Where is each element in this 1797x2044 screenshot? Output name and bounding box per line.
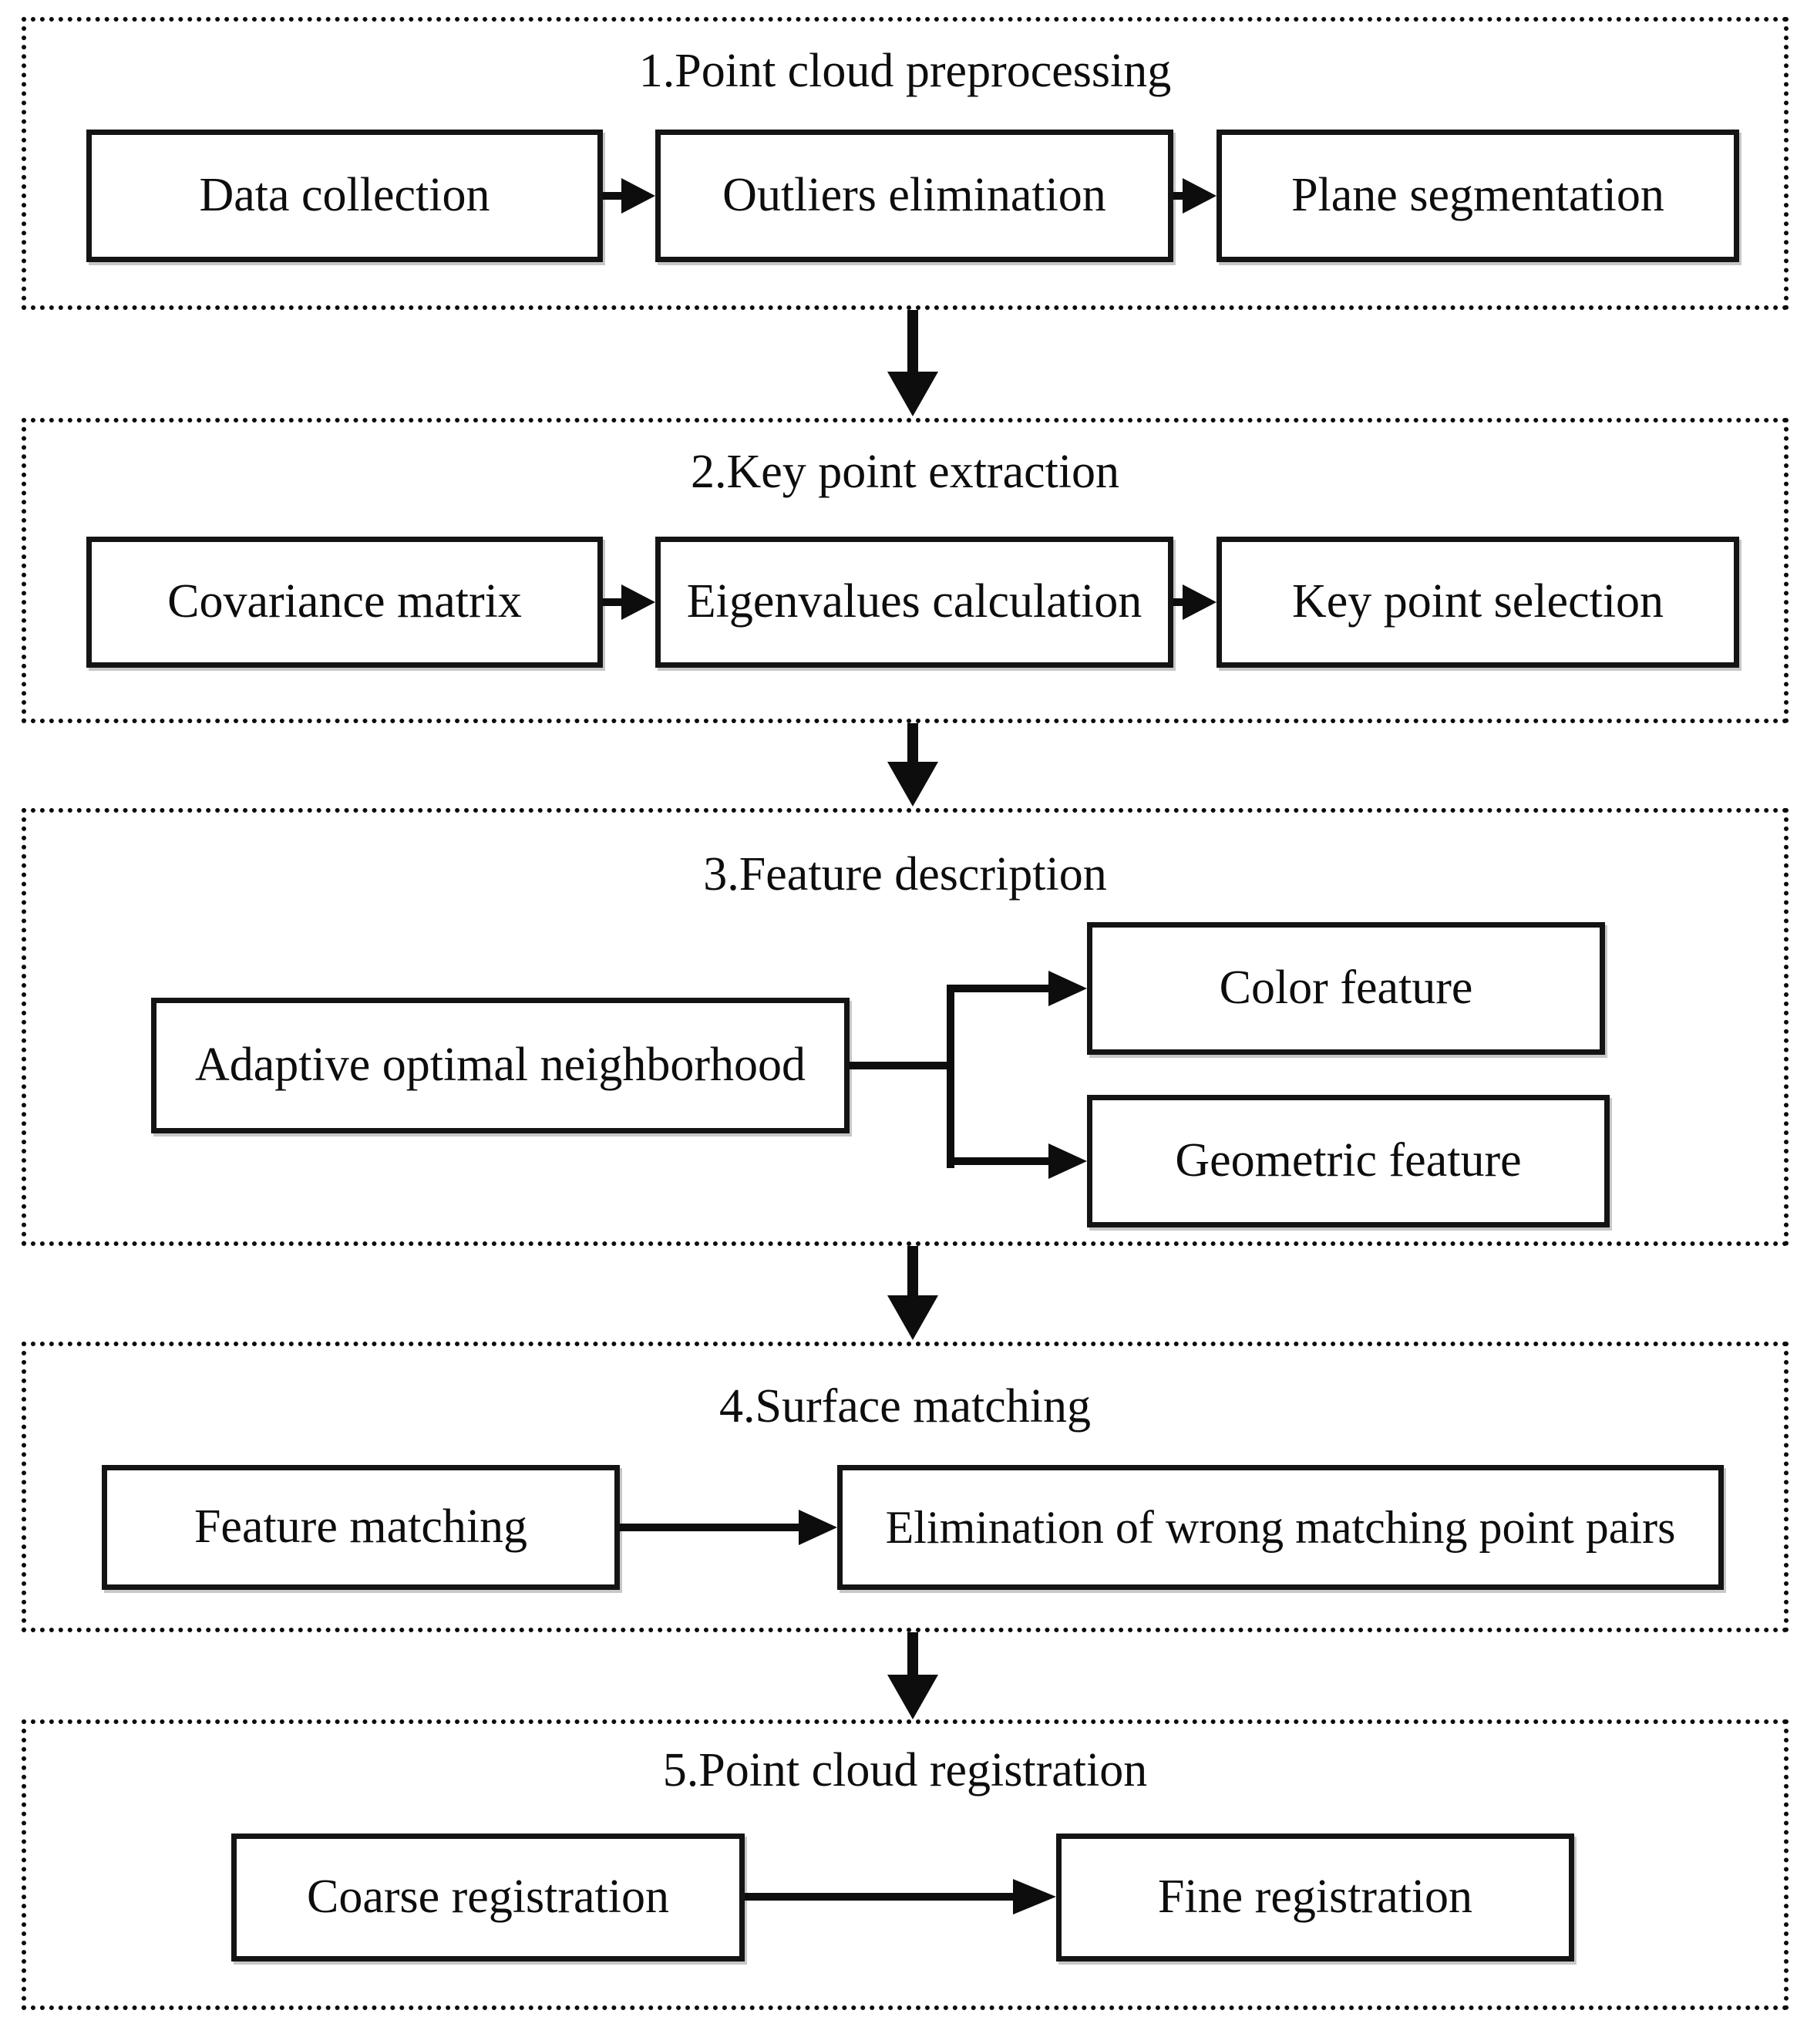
connector-line	[850, 1062, 954, 1069]
stage-1-title: 1.Point cloud preprocessing	[638, 45, 1172, 97]
box-coarse-registration: Coarse registration	[231, 1834, 745, 1961]
arrow-head	[621, 178, 655, 214]
arrow-line	[947, 1157, 1050, 1165]
box-feature-matching-label: Feature matching	[193, 1500, 528, 1554]
box-outliers-elimination-label: Outliers elimination	[722, 169, 1106, 222]
box-elimination-wrong-pairs: Elimination of wrong matching point pair…	[837, 1465, 1724, 1590]
arrow-line	[907, 723, 918, 763]
stage-5-container	[22, 1719, 1789, 2010]
stage-3-title: 3.Feature description	[703, 848, 1107, 901]
box-plane-segmentation: Plane segmentation	[1217, 130, 1739, 262]
arrow-head	[1048, 1143, 1087, 1179]
box-eigenvalues-calculation: Eigenvalues calculation	[655, 537, 1173, 668]
arrow-line	[603, 192, 628, 200]
arrow-head	[799, 1510, 837, 1545]
box-covariance-matrix-label: Covariance matrix	[167, 575, 522, 628]
box-fine-registration: Fine registration	[1056, 1834, 1574, 1961]
box-outliers-elimination: Outliers elimination	[655, 130, 1173, 262]
box-color-feature: Color feature	[1087, 922, 1605, 1055]
arrow-head	[887, 762, 938, 806]
box-data-collection-label: Data collection	[199, 169, 490, 222]
box-elimination-wrong-pairs-label: Elimination of wrong matching point pair…	[885, 1501, 1676, 1553]
box-key-point-selection-label: Key point selection	[1291, 575, 1664, 628]
arrow-line	[947, 985, 1050, 992]
connector-line	[947, 985, 954, 1168]
box-coarse-registration-label: Coarse registration	[306, 1871, 670, 1924]
arrow-head	[1183, 584, 1217, 620]
box-adaptive-optimal-neighborhood: Adaptive optimal neighborhood	[151, 998, 850, 1133]
arrow-line	[1173, 192, 1189, 200]
box-fine-registration-label: Fine registration	[1157, 1871, 1473, 1924]
arrow-line	[907, 1632, 918, 1676]
stage-3-container	[22, 808, 1789, 1246]
box-color-feature-label: Color feature	[1219, 961, 1473, 1015]
stage-4-title: 4.Surface matching	[718, 1380, 1092, 1433]
box-covariance-matrix: Covariance matrix	[86, 537, 603, 668]
arrow-line	[603, 598, 628, 606]
stage-1-container	[22, 17, 1789, 310]
arrow-head	[1183, 178, 1217, 214]
box-feature-matching: Feature matching	[102, 1465, 620, 1590]
arrow-head	[1013, 1879, 1056, 1914]
arrow-line	[907, 310, 918, 373]
box-eigenvalues-calculation-label: Eigenvalues calculation	[686, 575, 1142, 628]
arrow-head	[887, 372, 938, 416]
box-adaptive-optimal-neighborhood-label: Adaptive optimal neighborhood	[194, 1039, 806, 1092]
arrow-head	[887, 1295, 938, 1340]
arrow-head	[621, 584, 655, 620]
stage-2-title: 2.Key point extraction	[690, 446, 1120, 498]
stage-4-container	[22, 1342, 1789, 1632]
arrow-line	[745, 1893, 1015, 1901]
arrow-head	[1048, 971, 1087, 1006]
box-geometric-feature: Geometric feature	[1087, 1095, 1610, 1227]
stage-5-title: 5.Point cloud registration	[662, 1744, 1148, 1796]
stage-2-container	[22, 418, 1789, 723]
box-data-collection: Data collection	[86, 130, 603, 262]
arrow-head	[887, 1675, 938, 1719]
box-geometric-feature-label: Geometric feature	[1175, 1134, 1522, 1187]
arrow-line	[907, 1246, 918, 1297]
box-key-point-selection: Key point selection	[1217, 537, 1739, 668]
box-plane-segmentation-label: Plane segmentation	[1291, 169, 1664, 222]
arrow-line	[620, 1524, 802, 1531]
arrow-line	[1173, 598, 1189, 606]
